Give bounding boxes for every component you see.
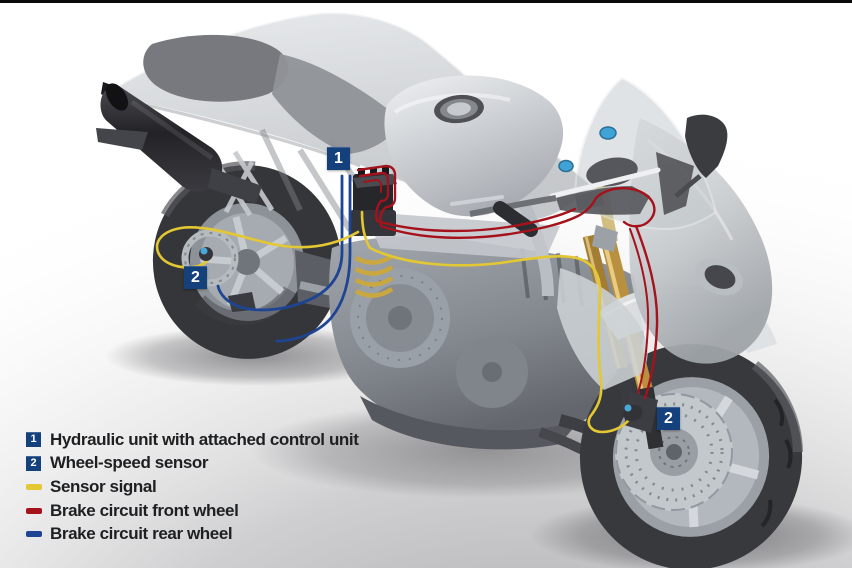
legend-symbol-cell [26,531,50,538]
wheel-speed-sensors [199,126,643,422]
marker-front-wheel-sensor: 2 [657,407,680,430]
legend-swatch-sensor-signal [26,483,42,490]
engine [329,203,668,490]
seat [143,34,289,102]
tail-winglet [96,128,148,150]
legend-symbol-cell [26,483,50,490]
legend-label: Brake circuit rear wheel [50,524,233,544]
lower-cowl [557,268,648,390]
legend-label: Hydraulic unit with attached control uni… [50,429,359,449]
legend-symbol-cell [26,507,50,514]
legend-badge-2: 2 [26,455,41,471]
legend-label: Wheel-speed sensor [50,453,209,473]
legend-item-hydraulic-unit: 1 Hydraulic unit with attached control u… [26,428,359,452]
shock-spring [354,254,394,298]
headlight [704,265,736,289]
legend-item-wheel-speed-sensor: 2 Wheel-speed sensor [26,452,359,476]
exhaust-muffler [96,82,262,204]
fluid-reservoir-cap [558,159,574,173]
legend-item-sensor-signal: Sensor signal [26,475,359,499]
legend-swatch-brake-front [26,507,42,514]
windscreen-bracket [656,152,694,215]
handlebar-controls [450,167,661,237]
brake-circuit-rear-line [216,174,352,343]
sensor-signal-line [155,210,634,434]
legend-label: Brake circuit front wheel [50,500,239,520]
legend-symbol-cell: 1 [26,432,50,448]
legend-swatch-brake-rear [26,531,42,538]
legend-item-brake-circuit-front: Brake circuit front wheel [26,499,359,523]
mirror [674,114,728,198]
legend-item-brake-circuit-rear: Brake circuit rear wheel [26,522,359,546]
handlebar-grip [493,201,538,237]
legend-label: Sensor signal [50,476,157,496]
marker-hydraulic-unit: 1 [327,147,350,170]
brake-circuit-front-line [356,164,659,400]
legend-badge-1: 1 [26,432,41,448]
fluid-reservoir-cap [599,126,617,140]
legend-symbol-cell: 2 [26,455,50,471]
top-border [0,0,852,3]
legend: 1 Hydraulic unit with attached control u… [26,428,359,546]
marker-rear-wheel-sensor: 2 [184,266,207,289]
